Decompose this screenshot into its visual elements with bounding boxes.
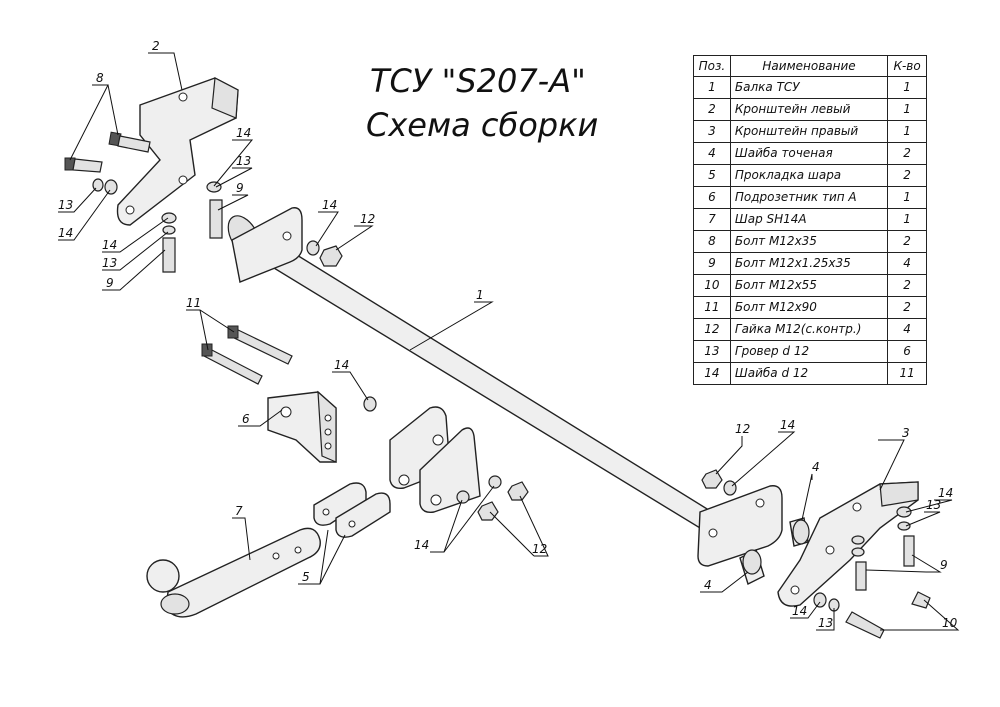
part-ball-spacer (313, 482, 391, 538)
parts-table-header: Поз. Наименование К-во (693, 55, 927, 77)
part-right-bracket (777, 481, 919, 607)
callout-3: 1 (476, 288, 484, 302)
callout-12: 9 (940, 558, 948, 572)
callout-15: 12 (360, 212, 375, 226)
leader-lines (58, 52, 960, 631)
header-qty: К-во (887, 55, 927, 77)
drawing-title: ТСУ "S207-A" (370, 62, 586, 100)
callout-2: 3 (902, 426, 910, 440)
callout-5: 4 (704, 578, 712, 592)
drawing-subtitle: Схема сборки (366, 106, 598, 144)
callout-18: 13 (58, 198, 73, 212)
callout-8: 7 (235, 504, 243, 518)
callout-1: 2 (152, 39, 160, 53)
callout-28: 14 (414, 538, 429, 552)
callout-23: 14 (58, 226, 73, 240)
part-socket-plate (267, 390, 337, 463)
callout-10: 9 (236, 181, 244, 195)
callout-14: 11 (186, 296, 201, 310)
callout-25: 14 (236, 126, 251, 140)
callout-30: 14 (938, 486, 953, 500)
part-spacer (739, 517, 810, 585)
callout-17: 12 (532, 542, 547, 556)
callout-31: 14 (792, 604, 807, 618)
callout-4: 4 (812, 460, 820, 474)
callout-9: 8 (96, 71, 104, 85)
callout-27: 14 (334, 358, 349, 372)
callout-labels: 2 3 1 4 4 5 6 7 8 9 9 9 10 11 12 12 12 1… (58, 39, 958, 630)
callout-7: 6 (242, 412, 250, 426)
part-beam (227, 207, 783, 567)
header-name: Наименование (729, 55, 889, 77)
part-tow-ball (146, 527, 321, 618)
callout-22: 13 (818, 616, 833, 630)
callout-29: 14 (780, 418, 795, 432)
callout-11: 9 (106, 276, 114, 290)
washers-nuts (92, 178, 912, 612)
callout-20: 13 (236, 154, 251, 168)
callout-13: 10 (942, 616, 958, 630)
callout-24: 14 (102, 238, 117, 252)
header-pos: Поз. (693, 55, 731, 77)
bolts (64, 131, 931, 639)
callout-16: 12 (735, 422, 750, 436)
callout-19: 13 (102, 256, 117, 270)
callout-21: 13 (926, 498, 941, 512)
callout-6: 5 (302, 570, 310, 584)
callout-26: 14 (322, 198, 337, 212)
part-left-bracket (116, 77, 239, 226)
